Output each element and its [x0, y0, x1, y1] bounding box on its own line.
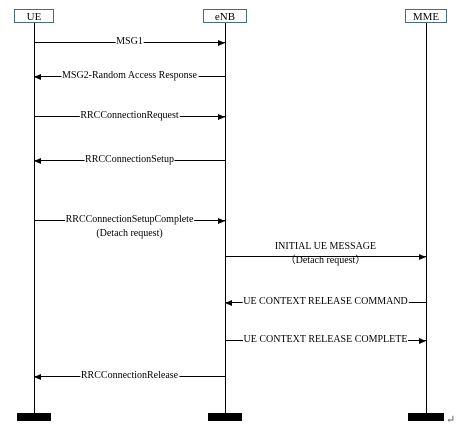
message-label-3: RRCConnectionRequest: [79, 110, 180, 122]
message-label-8: UE CONTEXT RELEASE COMPLETE: [242, 334, 409, 346]
arrowhead-7: [225, 299, 232, 306]
arrowhead-4: [34, 157, 41, 164]
arrowhead-6: [419, 253, 426, 260]
entity-mme: MME: [405, 9, 447, 23]
lifeline-end-mme: [408, 413, 444, 421]
entity-ue: UE: [14, 9, 54, 23]
lifeline-mme: [426, 23, 427, 413]
paragraph-mark-icon: ↵: [446, 414, 456, 426]
message-arrow-6: [225, 256, 426, 257]
lifeline-end-ue: [17, 413, 51, 421]
arrowhead-1: [218, 39, 225, 46]
message-label-1: MSG1: [115, 36, 144, 48]
message-label-9: RRCConnectionRelease: [79, 370, 180, 382]
message-label-6: INITIAL UE MESSAGE: [273, 241, 378, 253]
lifeline-end-enb: [208, 413, 242, 421]
lifeline-enb: [225, 23, 226, 413]
arrowhead-3: [218, 113, 225, 120]
message-label-5: RRCConnectionSetupComplete: [64, 214, 195, 226]
arrowhead-2: [34, 73, 41, 80]
message-label-4: RRCConnectionSetup: [84, 154, 175, 166]
entity-enb: eNB: [203, 9, 247, 23]
message-sublabel-6: （Detach request）: [285, 255, 366, 266]
message-sublabel-5: (Detach request): [96, 228, 163, 239]
arrowhead-8: [419, 337, 426, 344]
message-label-2: MSG2-Random Access Response: [61, 70, 198, 82]
message-label-7: UE CONTEXT RELEASE COMMAND: [242, 296, 409, 308]
lifeline-ue: [34, 23, 35, 413]
arrowhead-9: [34, 373, 41, 380]
arrowhead-5: [218, 217, 225, 224]
